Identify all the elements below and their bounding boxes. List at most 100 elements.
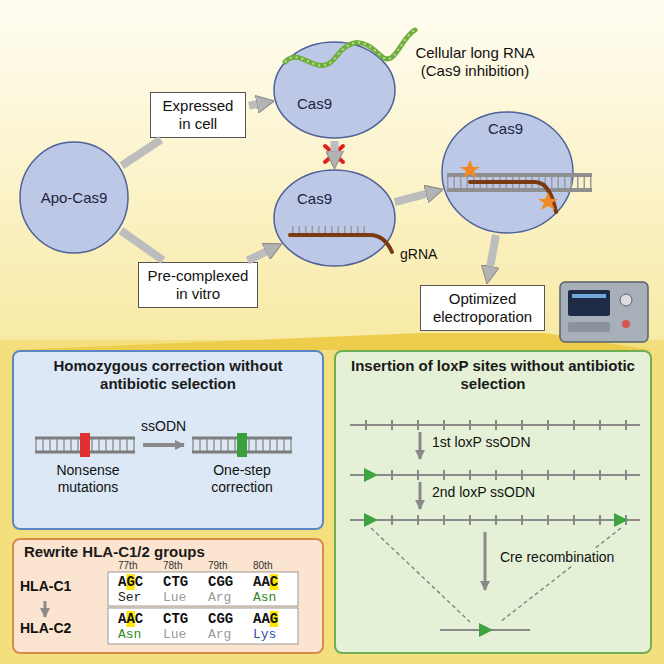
- dna-before-correction: [35, 451, 135, 454]
- annotation: One-step correction: [182, 462, 302, 496]
- codon-position: 78th: [163, 559, 182, 572]
- box-label: Optimized electroporation: [427, 290, 538, 326]
- gene-locus: [484, 532, 487, 590]
- gene-locus: [419, 432, 422, 459]
- flow-arrow: [395, 192, 433, 202]
- long-rna-strand: [285, 30, 415, 66]
- target-dna: [447, 176, 592, 188]
- codon-position: 79th: [208, 559, 227, 572]
- arrow-head: [271, 101, 273, 102]
- blob-shape: [274, 42, 395, 138]
- electroporation-funnel: [12, 333, 652, 350]
- gene-locus: [365, 515, 640, 525]
- label-text: ssODN: [141, 418, 186, 435]
- label-text: CTG: [163, 611, 188, 628]
- flow-arrow: [331, 141, 339, 158]
- target-dna: [447, 188, 592, 192]
- group-name: HLA-C2: [20, 620, 71, 637]
- label-text: HLA-C1: [20, 578, 71, 595]
- label-text: Lue: [163, 590, 186, 606]
- label-text: AAC: [253, 574, 278, 591]
- codon: CTG: [163, 574, 188, 591]
- node-label: Apo-Cas9: [41, 189, 108, 206]
- flow-arrow: [489, 235, 496, 273]
- label-text: Arg: [208, 590, 231, 606]
- label-text: 79th: [208, 559, 227, 572]
- gene-locus: [365, 420, 640, 430]
- codon-table: [126, 574, 134, 590]
- panel-title: Homozygous correction without antibiotic…: [26, 357, 310, 393]
- amino-acid: Asn: [118, 627, 141, 643]
- label-text: Lue: [163, 627, 186, 643]
- label-text: 1st loxP ssODN: [432, 434, 531, 451]
- guide-rna: [290, 230, 392, 252]
- label-text: Asn: [253, 590, 276, 606]
- label-text: AGC: [118, 574, 143, 591]
- label-text: Lys: [253, 627, 276, 643]
- amino-acid: Asn: [253, 590, 276, 606]
- codon-table: [126, 611, 134, 627]
- inhibition-cross: [325, 146, 343, 162]
- codon-table: [45, 572, 298, 644]
- label-text: 78th: [163, 559, 182, 572]
- node-label: Cas9: [488, 120, 523, 137]
- result-panel: Insertion of loxP sites without antibiot…: [334, 350, 652, 654]
- amino-acid: Ser: [118, 590, 141, 606]
- gene-locus: [350, 519, 640, 521]
- dna-after-correction: [192, 433, 292, 457]
- amino-acid: Arg: [208, 627, 231, 643]
- box-label: Expressed in cell: [157, 97, 239, 133]
- long-rna-strand: [285, 30, 415, 66]
- step-label: 1st loxP ssODN: [432, 434, 531, 451]
- gene-locus: [419, 482, 422, 509]
- node-label: Cas9: [297, 95, 332, 112]
- codon: AAG: [253, 611, 278, 628]
- node-label: Cas9: [297, 190, 332, 207]
- group-name: HLA-C1: [20, 578, 71, 595]
- electroporation-funnel: [12, 333, 652, 350]
- dna-before-correction: [35, 438, 135, 452]
- label-text: HLA-C2: [20, 620, 71, 637]
- arrow-head: [334, 166, 335, 167]
- annotation: gRNA: [400, 246, 437, 263]
- blob-text-holder: Cas9: [297, 190, 332, 207]
- guide-rna: [290, 235, 392, 252]
- result-panel: Homozygous correction without antibiotic…: [12, 350, 324, 530]
- gene-locus: [364, 468, 378, 482]
- protein-blob: Cas9: [272, 168, 397, 268]
- target-dna: [447, 173, 592, 177]
- blob-shape: [20, 142, 128, 253]
- gene-locus: [440, 629, 530, 631]
- process-box: Expressed in cell: [150, 92, 246, 138]
- dna-after-correction: [237, 433, 247, 457]
- label-text: 77th: [118, 559, 137, 572]
- panel-title: Rewrite HLA-C1/2 groups: [24, 543, 312, 561]
- codon: CTG: [163, 611, 188, 628]
- electroporator-device: [568, 290, 610, 316]
- gene-locus: [365, 470, 640, 480]
- flow-arrow: [122, 140, 161, 166]
- label-text: CGG: [208, 611, 233, 628]
- codon: AAC: [118, 611, 143, 628]
- dna-before-correction: [35, 437, 135, 440]
- electroporator-device: [560, 282, 648, 342]
- codon-position: 77th: [118, 559, 137, 572]
- guide-rna: [292, 226, 368, 234]
- codon-table: [270, 611, 278, 627]
- label-text: AAG: [253, 611, 278, 628]
- label-text: One-step correction: [182, 462, 302, 496]
- dna-before-correction: [35, 433, 135, 457]
- gene-locus: [371, 528, 470, 622]
- label-text: Asn: [118, 627, 141, 643]
- step-label: 2nd loxP ssODN: [432, 484, 535, 501]
- long-rna-strand: [285, 30, 415, 66]
- label-text: Arg: [208, 627, 231, 643]
- label-text: 2nd loxP ssODN: [432, 484, 535, 501]
- gene-locus: [350, 425, 640, 637]
- background-ground: [0, 340, 664, 664]
- process-box: Pre-complexed in vitro: [138, 262, 258, 308]
- flow-arrow: [249, 103, 264, 106]
- label-text: Ser: [118, 590, 141, 606]
